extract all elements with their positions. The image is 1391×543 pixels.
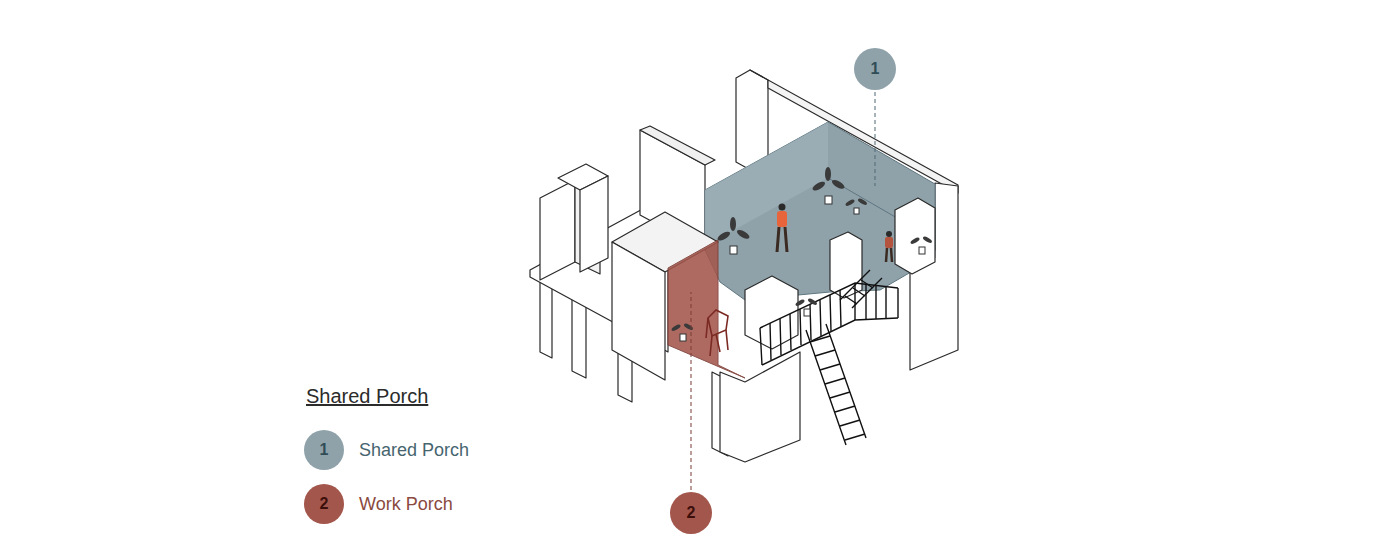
tower [540,180,575,280]
callout-number: 2 [687,504,696,522]
wall [736,70,768,172]
shared-porch-region [705,122,935,300]
column [895,198,935,274]
porch-wall [705,122,828,246]
column [572,296,586,378]
leader-line [875,92,876,186]
legend-number: 2 [320,495,329,513]
column [540,278,552,358]
legend-text: Shared Porch [359,440,469,461]
shaft [612,242,665,380]
legend-swatch [304,430,344,470]
callout-number: 1 [871,60,880,78]
plants [671,167,933,341]
people [777,204,893,263]
front-block [720,352,800,462]
callout-circle: 2 [670,492,712,534]
work-porch-region [668,240,745,378]
legend-number: 1 [320,441,329,459]
callout-circle: 1 [854,48,896,90]
railing [760,283,898,365]
wall-top [640,126,715,165]
stairs [806,270,882,445]
tower [580,176,608,272]
legend-title: Shared Porch [306,385,428,408]
pillar [830,232,862,298]
chair [706,310,728,356]
leader-line [691,292,692,490]
legend-text: Work Porch [359,494,453,515]
legend-swatch [304,484,344,524]
